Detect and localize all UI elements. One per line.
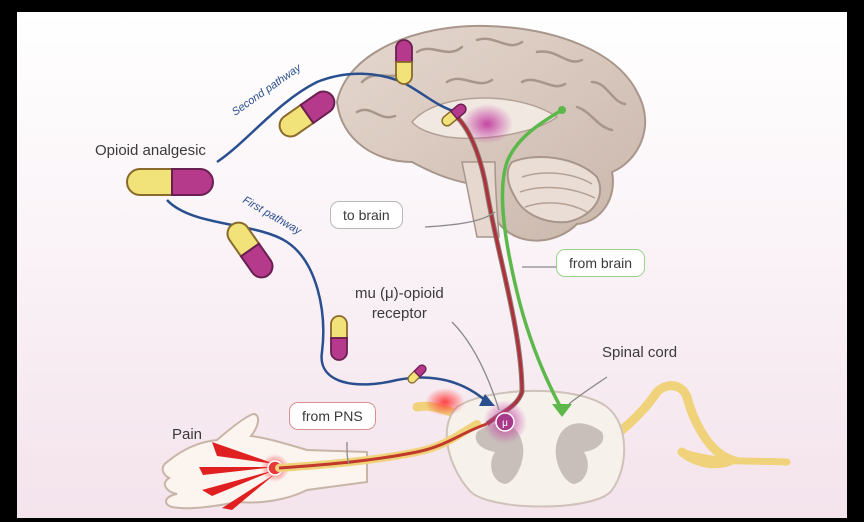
diagram-artwork: Second pathway First pathway μ (17, 12, 847, 518)
pain-label: Pain (172, 426, 202, 443)
capsule-second-b (396, 40, 412, 84)
capsule-first-b (331, 316, 347, 360)
capsule-first-c (406, 363, 427, 384)
from-pns-label: from PNS (289, 402, 376, 430)
dorsal-root-glow (425, 388, 465, 416)
to-brain-label: to brain (330, 201, 403, 229)
opioid-analgesic-label: Opioid analgesic (95, 142, 206, 159)
spinal-cord-illustration (417, 386, 787, 507)
spinal-cord-section (447, 391, 624, 507)
mu-receptor-label: mu (μ)-opioid receptor (355, 284, 444, 324)
spinal-cord-label: Spinal cord (602, 344, 677, 361)
mu-receptor-label-line2: receptor (355, 304, 444, 324)
descending-tract-origin (558, 106, 566, 114)
capsule-main (127, 169, 213, 195)
diagram-canvas: Second pathway First pathway μ Opioid an… (17, 12, 847, 518)
mu-receptor-symbol: μ (502, 418, 508, 429)
capsule-second-a (275, 87, 338, 141)
from-brain-label: from brain (556, 249, 645, 277)
mu-receptor-label-line1: mu (μ)-opioid (355, 284, 444, 304)
